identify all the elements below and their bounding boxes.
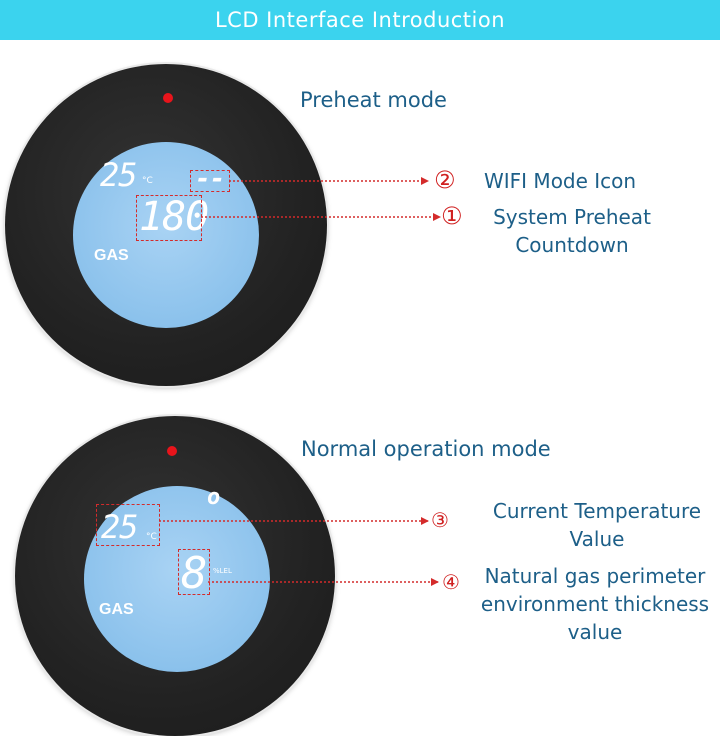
banner-title: LCD Interface Introduction	[214, 8, 506, 32]
preheat-mode-title: Preheat mode	[300, 88, 447, 112]
preheat-temp-unit: °C	[142, 176, 153, 186]
preheat-countdown: 180	[139, 194, 209, 240]
power-led-icon	[163, 93, 173, 103]
annotation-label-gas: Natural gas perimeter environment thickn…	[480, 564, 710, 644]
annotation-label-wifi: WIFI Mode Icon	[484, 169, 637, 193]
wifi-mode-icon: --	[195, 164, 225, 194]
lcd-screen	[84, 486, 270, 672]
normal-temp-unit: °C	[146, 532, 157, 542]
gas-value-highlight-box	[178, 549, 210, 595]
status-indicator-icon: o	[207, 485, 220, 510]
normal-temperature: 25	[101, 508, 139, 546]
normal-mode-title: Normal operation mode	[301, 437, 551, 461]
temperature-highlight-box	[96, 504, 160, 546]
annotation-number-2: ②	[434, 166, 456, 194]
annotation-number-1: ①	[441, 202, 463, 230]
annotation-label-countdown: System Preheat Countdown	[493, 205, 651, 257]
annotation-number-4: ④	[442, 570, 460, 594]
detector-normal	[15, 416, 335, 736]
normal-gas-label: GAS	[99, 601, 134, 618]
preheat-temperature: 25	[100, 156, 138, 194]
power-led-icon	[167, 446, 177, 456]
annotation-number-3: ③	[431, 508, 449, 532]
preheat-gas-label: GAS	[94, 247, 129, 264]
normal-gas-value: 8	[181, 548, 207, 599]
annotation-label-temperature: Current Temperature Value	[492, 499, 702, 551]
countdown-highlight-box	[136, 195, 202, 241]
detector-preheat	[5, 64, 327, 386]
wifi-highlight-box	[190, 170, 230, 192]
lcd-screen	[73, 142, 259, 328]
normal-gas-unit: %LEL	[213, 567, 232, 575]
header-banner: LCD Interface Introduction	[0, 0, 720, 40]
